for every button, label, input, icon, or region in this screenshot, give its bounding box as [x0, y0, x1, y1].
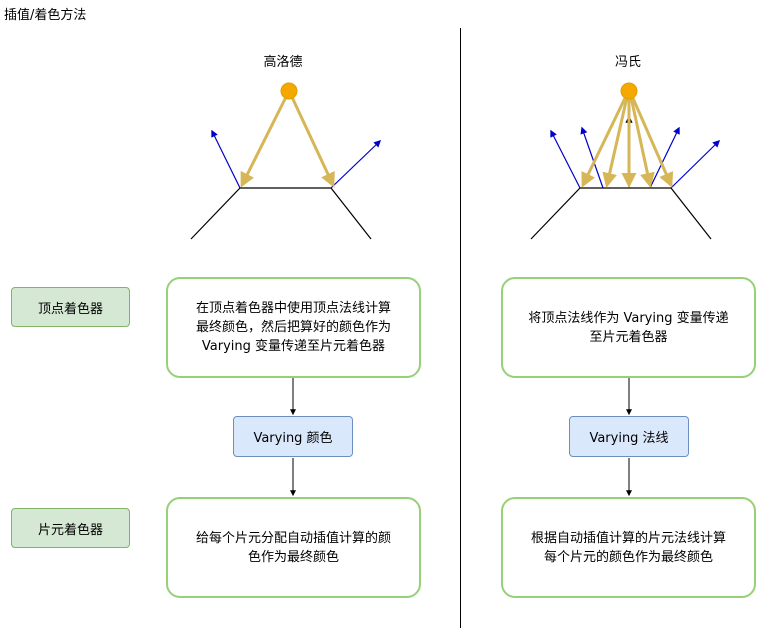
page-title: 插值/着色方法 [4, 8, 87, 23]
phong-fragment-note-line: 根据自动插值计算的片元法线计算 [530, 530, 726, 546]
gouraud-vertex-note-line: 最终颜色，然后把算好的颜色作为 [195, 320, 391, 335]
gouraud-fragment-note-line: 给每个片元分配自动插值计算的颜 [195, 530, 391, 546]
phong-light [620, 82, 638, 100]
phong-title: 冯氏 [614, 55, 641, 70]
phong-fragment-note: 根据自动插值计算的片元法线计算 每个片元的颜色作为最终颜色 [501, 497, 756, 598]
phong-varying-box: Varying 法线 [569, 416, 689, 457]
gouraud-ray-right [289, 94, 335, 188]
gouraud-surface [190, 187, 372, 240]
phong-ray-2 [602, 96, 629, 188]
phong-ray-4 [629, 96, 655, 188]
gouraud-title: 高洛德 [263, 55, 303, 70]
phong-normal-4 [649, 126, 680, 189]
fragment-shader-label: 片元着色器 [11, 508, 130, 548]
gouraud-vertex-note-line: 在顶点着色器中使用顶点法线计算 [195, 301, 391, 316]
gouraud-fragment-note: 给每个片元分配自动插值计算的颜 色作为最终颜色 [166, 497, 421, 598]
phong-fragment-note-line: 每个片元的颜色作为最终颜色 [543, 549, 713, 565]
phong-vertex-note-line: 至片元着色器 [589, 329, 668, 345]
phong-normal-1 [550, 129, 581, 189]
gouraud-normal-right [330, 140, 382, 189]
phong-ray-5 [630, 95, 674, 188]
column-divider [460, 28, 461, 628]
phong-normal-5 [670, 139, 721, 189]
gouraud-varying-box: Varying 颜色 [233, 416, 353, 457]
gouraud-normal-left [211, 129, 241, 189]
gouraud-fragment-note-line: 色作为最终颜色 [247, 549, 339, 565]
gouraud-vertex-note-line: Varying 变量传递至片元着色器 [201, 339, 386, 354]
phong-surface [530, 187, 712, 240]
phong-vertex-note-line: 将顶点法线作为 Varying 变量传递 [528, 310, 729, 326]
phong-vertex-note: 将顶点法线作为 Varying 变量传递 至片元着色器 [501, 277, 756, 378]
vertex-shader-label: 顶点着色器 [11, 287, 130, 327]
phong-ray-1 [581, 95, 628, 188]
gouraud-ray-left [240, 94, 289, 188]
phong-normal-2 [580, 126, 604, 189]
gouraud-light [280, 82, 298, 100]
gouraud-vertex-note: 在顶点着色器中使用顶点法线计算 最终颜色，然后把算好的颜色作为 Varying … [166, 277, 421, 378]
